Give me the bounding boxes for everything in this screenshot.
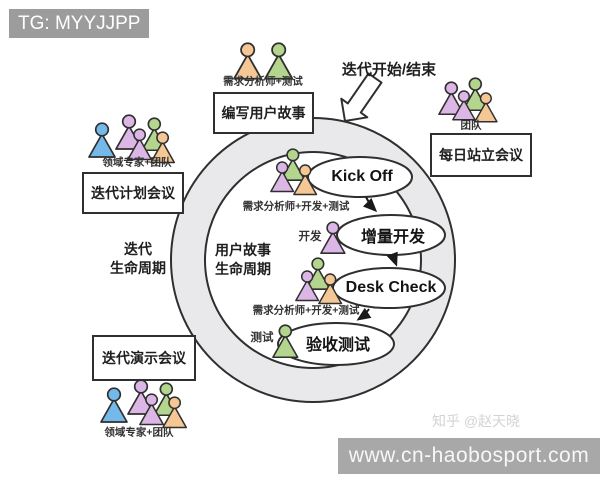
write-user-stories-box: 编写用户故事 [213, 92, 314, 134]
desk-check-step-label: Desk Check [345, 279, 437, 296]
iteration-lifecycle-label: 迭代 生命周期 [110, 241, 166, 276]
zhihu-watermark: 知乎 @赵天晓 [431, 413, 521, 429]
site-watermark-bar: www.cn-haobosport.com [338, 438, 600, 474]
flow-arrow-deskcheck-to-test [356, 307, 372, 321]
analyst-test-label: 需求分析师+测试 [223, 75, 303, 88]
flow-arrow-kickoff-to-dev [362, 196, 378, 213]
test-label: 测试 [250, 332, 274, 344]
analyst-dev-test-label-deskcheck: 需求分析师+开发+测试 [252, 304, 360, 317]
iteration-planning-box: 迭代计划会议 [82, 172, 184, 214]
kick-off-step-label: Kick Off [331, 168, 393, 185]
acceptance-test-step-label: 验收测试 [305, 337, 371, 354]
people-group-team [438, 77, 498, 123]
person-icon [100, 387, 128, 423]
team-label: 团队 [460, 119, 482, 132]
domain-expert-team-label-left: 领域专家+团队 [102, 156, 172, 169]
flow-arrow-dev-to-deskcheck [386, 251, 398, 267]
people-group-domain-expert-team-bottom [100, 379, 188, 429]
iteration-demo-box: 迭代演示会议 [92, 335, 196, 381]
tg-watermark-text: TG: MYYJJPP [18, 13, 141, 34]
iteration-start-end-label: 迭代开始/结束 [341, 61, 437, 79]
daily-standup-box: 每日站立会议 [430, 133, 532, 177]
dev-label: 开发 [298, 231, 322, 243]
iteration-start-arrow-icon [340, 72, 383, 122]
ellipse-kick-off [307, 156, 413, 198]
story-lifecycle-label: 用户故事 生命周期 [215, 242, 271, 277]
person-icon [88, 122, 116, 158]
tg-watermark: TG: MYYJJPP [9, 9, 149, 38]
incremental-dev-step-label: 增量开发 [360, 229, 426, 246]
analyst-dev-test-label-kickoff: 需求分析师+开发+测试 [242, 200, 350, 213]
site-watermark-text: www.cn-haobosport.com [348, 444, 590, 467]
ellipse-acceptance-test [277, 322, 395, 366]
domain-expert-team-label-bottom: 领域专家+团队 [104, 426, 174, 439]
